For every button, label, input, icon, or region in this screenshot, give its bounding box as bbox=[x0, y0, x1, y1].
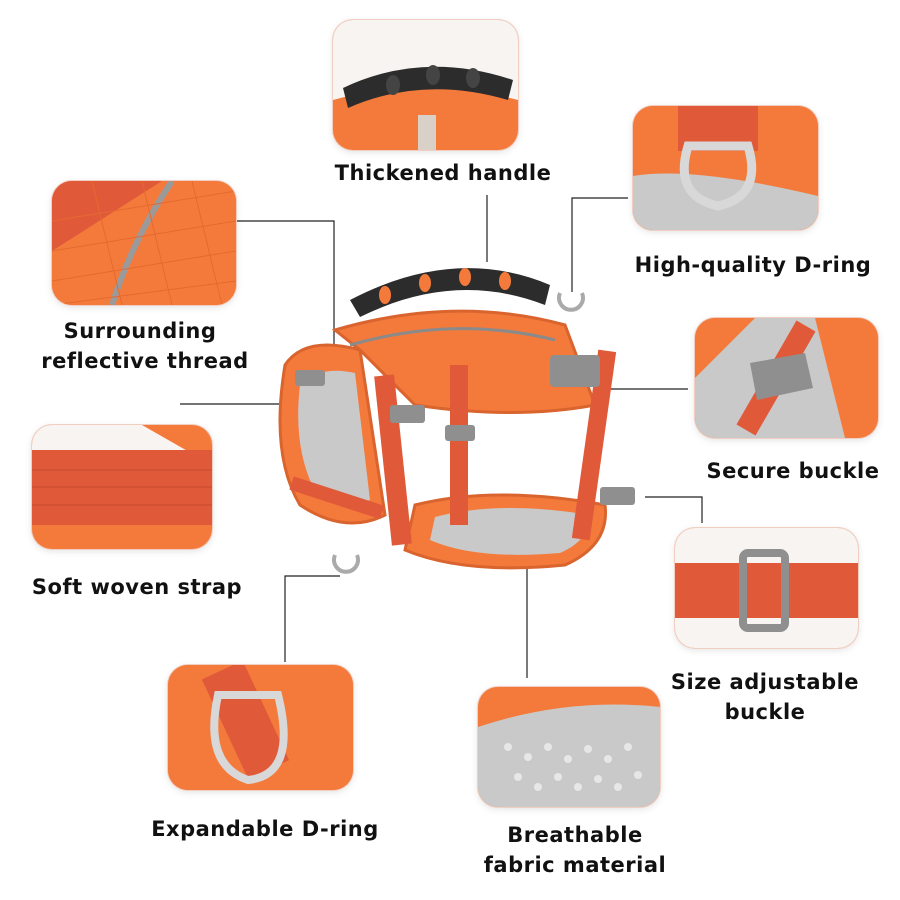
woven-strap-closeup-image bbox=[32, 425, 212, 549]
harness-main-image bbox=[278, 268, 635, 574]
d-ring-closeup-image bbox=[633, 106, 818, 230]
label-expandable-d-ring: Expandable D-ring bbox=[151, 817, 379, 841]
label-breathable-line1: Breathable bbox=[507, 823, 643, 847]
label-breathable-line2: fabric material bbox=[483, 853, 667, 877]
label-woven-strap: Soft woven strap bbox=[31, 575, 243, 599]
label-reflective-line1: Surrounding bbox=[63, 319, 217, 343]
label-adjustable-line1: Size adjustable bbox=[670, 670, 860, 694]
label-reflective-line2: reflective thread bbox=[41, 349, 249, 373]
adjustable-buckle-closeup-image bbox=[675, 528, 858, 648]
buckle-closeup-image bbox=[695, 318, 878, 438]
label-secure-buckle: Secure buckle bbox=[706, 459, 880, 483]
label-d-ring: High-quality D-ring bbox=[634, 253, 872, 277]
handle-closeup-image bbox=[333, 20, 518, 150]
label-thickened-handle: Thickened handle bbox=[334, 161, 552, 185]
label-adjustable-line2: buckle bbox=[724, 700, 806, 724]
reflective-thread-closeup-image bbox=[52, 181, 236, 305]
expandable-d-ring-closeup-image bbox=[168, 665, 353, 790]
mesh-closeup-image bbox=[478, 687, 660, 807]
